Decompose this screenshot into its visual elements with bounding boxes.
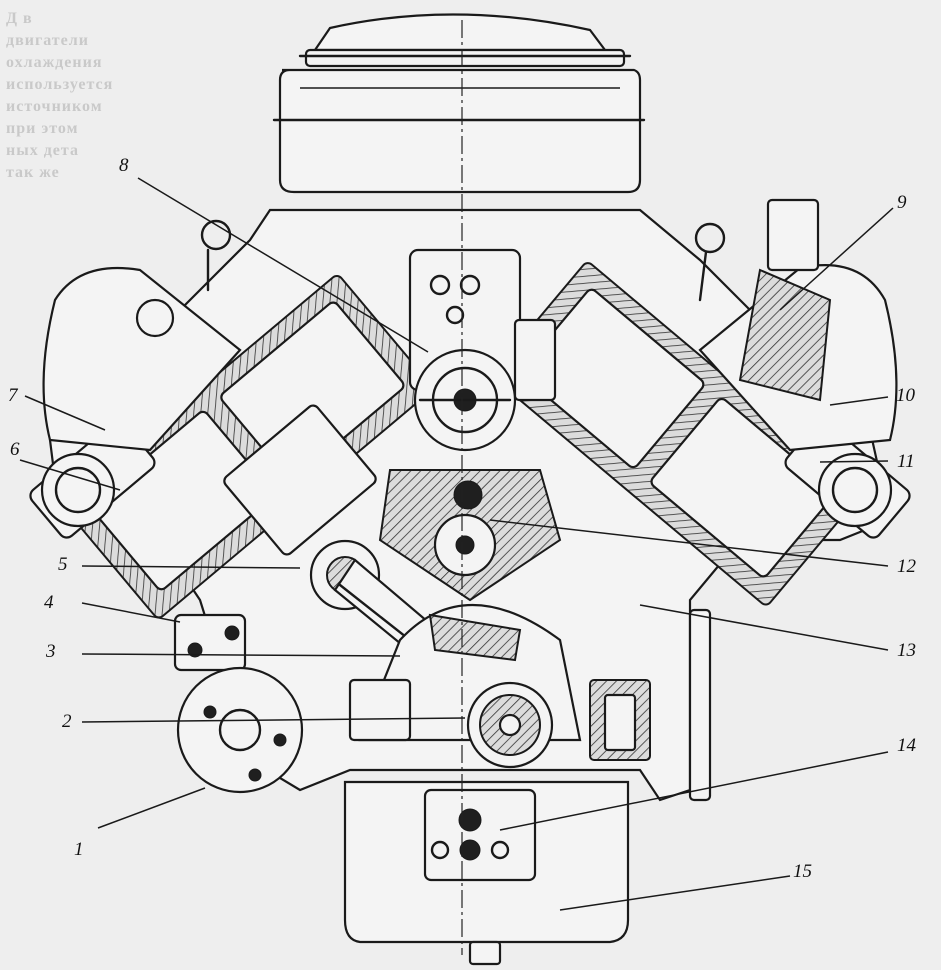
callout-15: 15	[793, 861, 812, 882]
bleed-line-6: при этом	[6, 120, 79, 137]
right-cylinder-bank	[492, 262, 911, 606]
bleed-line-2: двигатели	[6, 32, 89, 49]
callout-3: 3	[46, 641, 56, 662]
callout-10: 10	[896, 385, 915, 406]
leader-lines	[19, 177, 894, 911]
callout-13: 13	[897, 640, 916, 661]
right-valve-cover	[698, 198, 898, 528]
callout-11: 11	[897, 451, 915, 472]
starter-generator	[173, 613, 304, 794]
bleed-through-text: Д в двигатели охлаждения используется ис…	[0, 0, 236, 184]
callout-9: 9	[897, 192, 907, 213]
crankshaft	[348, 603, 582, 769]
lifting-eyes	[200, 219, 726, 302]
bleed-line-7: ных дета	[6, 142, 79, 159]
bleed-line-5: источником	[6, 98, 103, 115]
callout-7: 7	[8, 385, 18, 406]
callout-2: 2	[62, 711, 72, 732]
left-valve-cover	[40, 266, 242, 528]
callout-5: 5	[58, 554, 68, 575]
bleed-line-1: Д в	[6, 10, 33, 27]
bleed-line-4: используется	[6, 76, 114, 93]
injection-pump	[408, 248, 557, 452]
callout-1: 1	[74, 839, 84, 860]
bleed-line-8: так же	[6, 164, 60, 181]
callout-12: 12	[897, 556, 916, 577]
camshaft	[433, 480, 497, 577]
callout-4: 4	[44, 592, 54, 613]
callout-14: 14	[897, 735, 916, 756]
callout-6: 6	[10, 439, 20, 460]
right-filter-housing	[589, 608, 712, 802]
bleed-line-3: охлаждения	[6, 54, 103, 71]
oil-pan	[343, 780, 630, 966]
air-filter	[272, 13, 646, 194]
callout-8: 8	[119, 155, 129, 176]
